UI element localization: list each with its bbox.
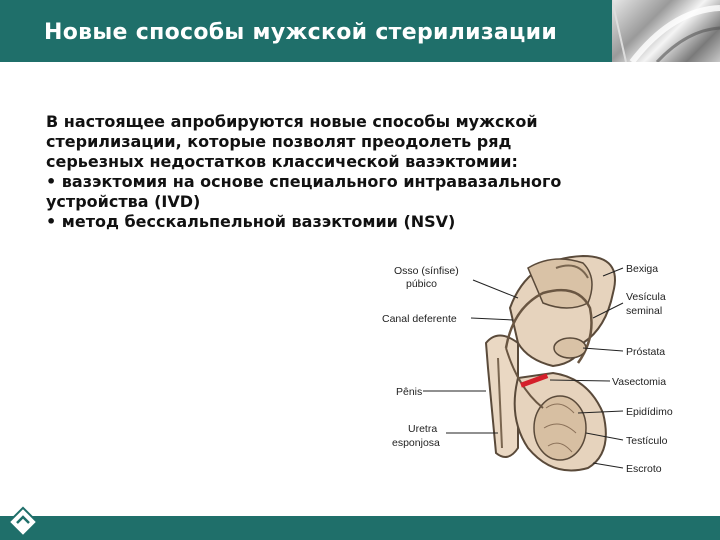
slide-title: Новые способы мужской стерилизации — [44, 20, 558, 45]
label-vasectomia: Vasectomia — [612, 376, 666, 388]
slide-body: В настоящее апробируются новые способы м… — [46, 112, 566, 232]
body-line: устройства (IVD) — [46, 192, 201, 211]
label-uretra-2: esponjosa — [392, 437, 440, 449]
vasectomy-mark — [520, 373, 549, 388]
label-testiculo: Testículo — [626, 435, 668, 447]
bullet-ivd: • вазэктомия на основе специального интр… — [46, 172, 562, 191]
body-line: стерилизации, которые позволят преодолет… — [46, 132, 512, 151]
label-uretra-1: Uretra — [408, 423, 437, 435]
bottom-bar — [0, 516, 720, 540]
anatomy-illustration — [484, 254, 616, 472]
corner-decoration — [612, 0, 720, 62]
title-bar: Новые способы мужской стерилизации — [0, 0, 612, 62]
label-canal: Canal deferente — [382, 313, 457, 325]
diamond-logo-icon — [7, 506, 39, 538]
anatomy-figure: Osso (sínfise) púbico Canal deferente Pê… — [382, 254, 673, 475]
label-osso-2: púbico — [406, 278, 437, 290]
label-vesicula-2: seminal — [626, 305, 662, 317]
label-epididimo: Epidídimo — [626, 406, 673, 418]
body-line: В настоящее апробируются новые способы м… — [46, 112, 538, 131]
label-osso-1: Osso (sínfise) — [394, 265, 459, 277]
label-vesicula-1: Vesícula — [626, 291, 666, 303]
label-escroto: Escroto — [626, 463, 662, 475]
label-prostata: Próstata — [626, 346, 665, 358]
bullet-nsv: • метод бесскальпельной вазэктомии (NSV) — [46, 212, 456, 231]
leader-lines — [423, 267, 624, 469]
body-line: серьезных недостатков классической вазэк… — [46, 152, 518, 171]
label-penis: Pênis — [396, 386, 422, 398]
label-bexiga: Bexiga — [626, 263, 658, 275]
